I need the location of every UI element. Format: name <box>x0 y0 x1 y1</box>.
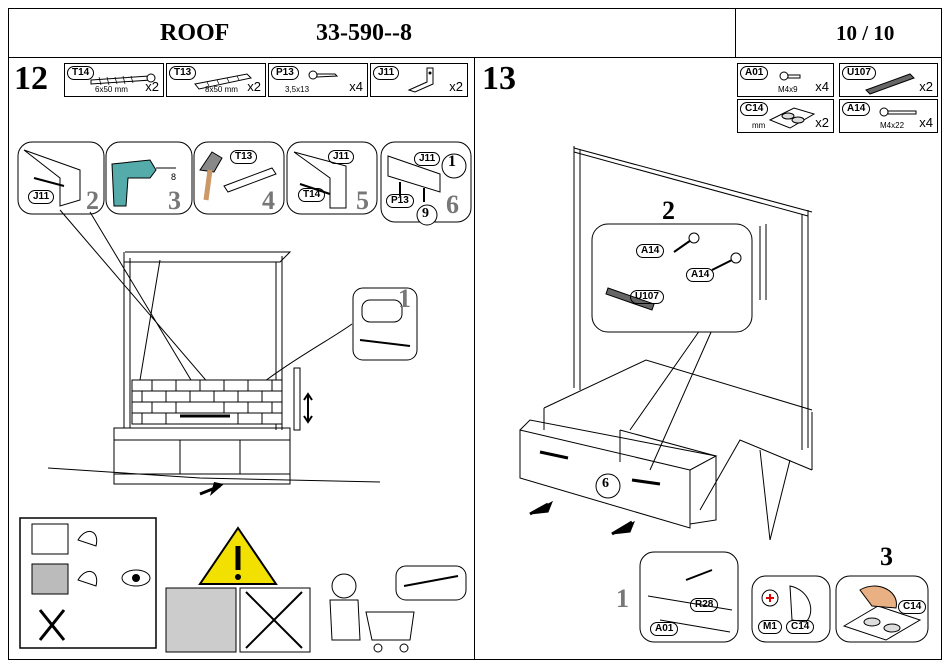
page-frame <box>8 8 942 660</box>
substep-13-3: 3 <box>880 542 893 571</box>
part-a14: A14 M4x22 x4 <box>839 99 938 133</box>
substep-12-2: 2 <box>86 186 99 215</box>
label-c14-b: C14 <box>898 600 927 614</box>
p13-count: 9 <box>422 206 429 221</box>
part-u107-id: U107 <box>842 66 876 80</box>
part-a01-qty: x4 <box>815 79 829 94</box>
screw-icon <box>779 71 801 81</box>
part-t14-dim: 6x50 mm <box>95 85 128 94</box>
handle-icon <box>865 73 915 95</box>
step-12-illustration <box>17 141 472 653</box>
bolt-icon <box>879 107 917 117</box>
part-t14: T14 6x50 mm x2 <box>64 63 164 97</box>
part-t13-id: T13 <box>169 66 197 80</box>
short-screw-icon <box>308 70 339 80</box>
label-t13: T13 <box>230 150 258 164</box>
part-a01-dim: M4x9 <box>778 85 798 94</box>
part-j11-id: J11 <box>373 66 400 80</box>
label-t14: T14 <box>298 188 326 202</box>
screw-icon <box>90 73 156 86</box>
label-a14-a: A14 <box>636 244 665 258</box>
label-j11-c: J11 <box>414 152 441 166</box>
part-t13-dim: 8x50 mm <box>205 85 238 94</box>
step-13-number: 13 <box>482 60 516 97</box>
part-p13-id: P13 <box>271 66 299 80</box>
substep-12-1: 1 <box>398 284 411 313</box>
page-number: 10 / 10 <box>836 21 895 45</box>
part-u107: U107 x2 <box>839 63 938 97</box>
substep-12-6-detail-1: 1 <box>448 153 456 170</box>
label-a14-b: A14 <box>686 268 715 282</box>
part-j11: J11 x2 <box>370 63 468 97</box>
label-j11-a: J11 <box>28 190 55 204</box>
wall-plug-icon <box>194 73 253 90</box>
step-12-number: 12 <box>14 60 48 97</box>
part-t14-id: T14 <box>67 66 95 80</box>
part-c14-dim: mm <box>752 121 766 130</box>
bracket-icon <box>407 67 434 93</box>
column-divider <box>474 58 475 660</box>
part-a14-qty: x4 <box>919 115 933 130</box>
substep-12-3: 3 <box>168 186 181 215</box>
part-c14-qty: x2 <box>815 115 829 130</box>
part-p13-dim: 3,5x13 <box>285 85 310 94</box>
label-a01: A01 <box>650 622 679 636</box>
part-u107-qty: x2 <box>919 79 933 94</box>
drill-size: 8 <box>171 172 177 182</box>
part-a01-id: A01 <box>740 66 769 80</box>
part-p13-qty: x4 <box>349 79 363 94</box>
label-j11-b: J11 <box>328 150 355 164</box>
part-t13: T13 8x50 mm x2 <box>166 63 266 97</box>
part-c14: C14 mm x2 <box>737 99 834 133</box>
label-m1: M1 <box>758 620 782 634</box>
part-p13: P13 3,5x13 x4 <box>268 63 368 97</box>
part-t13-qty: x2 <box>247 79 261 94</box>
substep-13-1: 1 <box>616 584 629 613</box>
product-title: ROOF <box>160 20 230 46</box>
label-r28: R28 <box>690 598 719 612</box>
part-t14-qty: x2 <box>145 79 159 94</box>
part-a14-id: A14 <box>842 102 871 116</box>
header-bar <box>8 8 942 58</box>
substep-12-6: 6 <box>446 190 459 219</box>
substep-13-2: 2 <box>662 196 675 225</box>
part-a14-dim: M4x22 <box>880 121 905 130</box>
drawer-count: 6 <box>602 476 609 491</box>
substep-12-4: 4 <box>262 186 275 215</box>
part-j11-qty: x2 <box>449 79 463 94</box>
part-c14-id: C14 <box>740 102 769 116</box>
label-c14-a: C14 <box>786 620 815 634</box>
header-divider <box>735 8 736 58</box>
label-p13: P13 <box>386 194 414 208</box>
substep-12-5: 5 <box>356 186 369 215</box>
label-u107: U107 <box>630 290 664 304</box>
product-code: 33-590--8 <box>316 20 412 46</box>
part-a01: A01 M4x9 x4 <box>737 63 834 97</box>
pad-icon <box>768 107 816 129</box>
